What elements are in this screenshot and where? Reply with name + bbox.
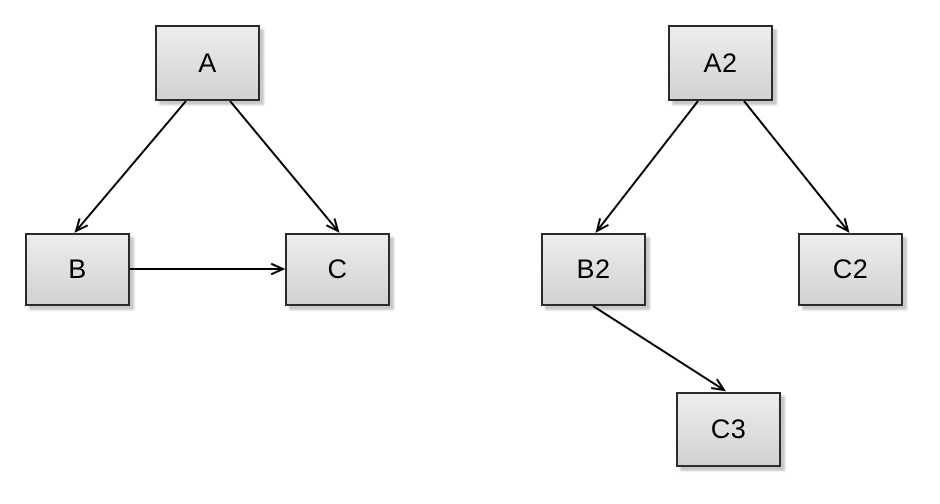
edge-A-C [229,100,340,233]
arrowhead-icon [270,262,286,276]
node-label: B2 [576,254,611,284]
arrowhead-icon [325,218,340,233]
node-label: A [198,47,217,78]
node-label: C [327,254,348,284]
node-B[interactable]: B [25,233,130,306]
edge-B-C [130,262,286,276]
edge-A-B [74,100,187,233]
arrowhead-icon [710,378,727,392]
node-C3[interactable]: C3 [676,392,781,467]
node-A2[interactable]: A2 [668,25,773,101]
edge-A2-C2 [743,100,850,233]
arrowhead-icon [835,218,850,233]
node-C[interactable]: C [285,233,390,306]
arrowhead-icon [74,218,89,233]
node-label: A2 [703,47,738,78]
node-A[interactable]: A [155,25,260,101]
edge-B2-C3 [592,305,727,392]
node-label: B [68,254,87,284]
node-label: C2 [832,254,869,284]
node-C2[interactable]: C2 [798,233,903,306]
node-label: C3 [710,414,747,444]
arrowhead-icon [595,218,609,233]
edge-A2-B2 [595,100,699,233]
node-B2[interactable]: B2 [541,233,646,306]
